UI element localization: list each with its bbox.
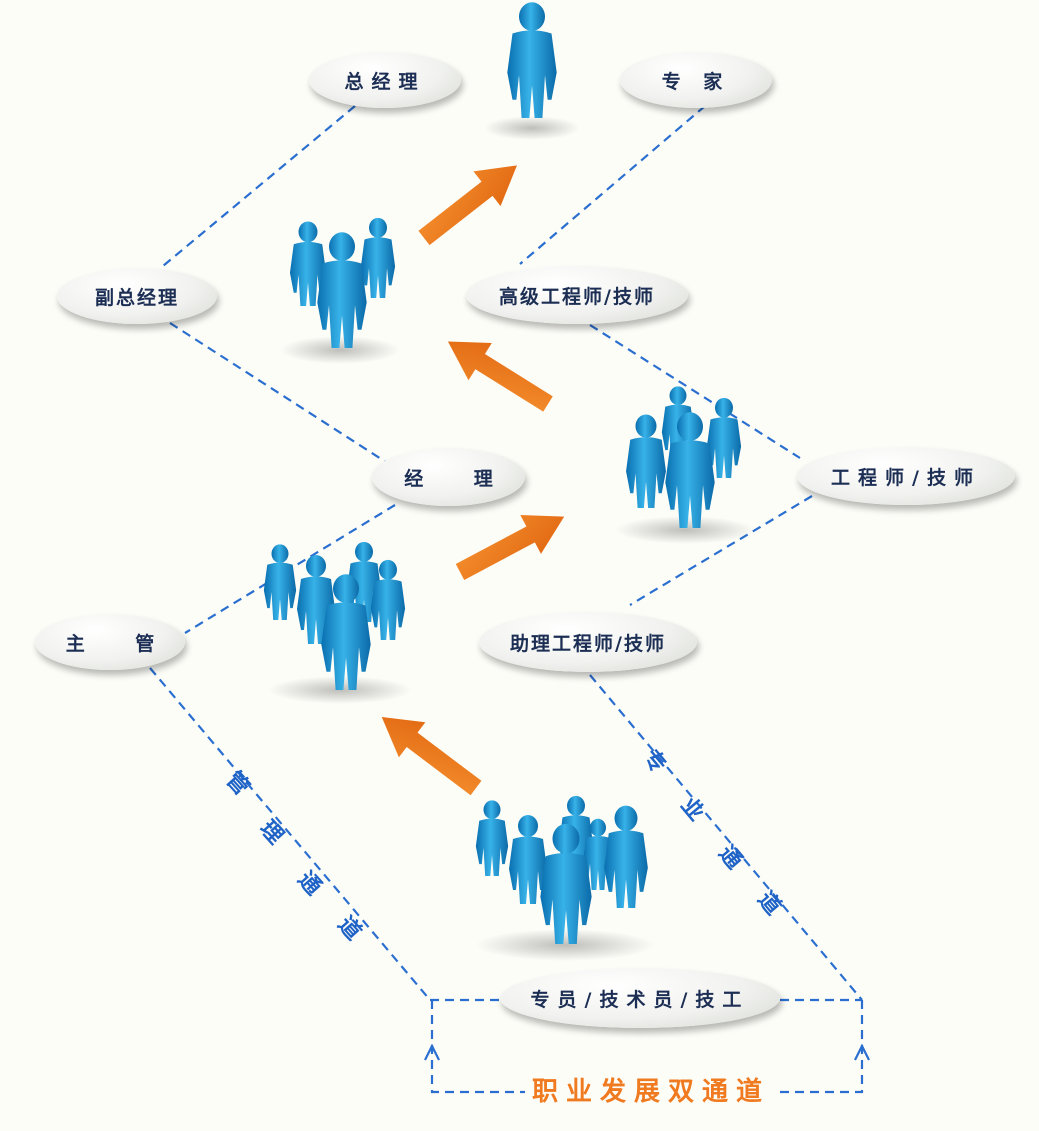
node-deputy-general-manager: 副总经理 (57, 268, 217, 324)
bracket-arrowheads (424, 1043, 870, 1061)
arrowhead-up-icon (854, 1043, 870, 1061)
node-senior-engineer: 高级工程师/技师 (466, 266, 688, 324)
person-group-icon (484, 2, 580, 140)
progress-arrow-icon (447, 341, 553, 412)
progress-arrow-icon (455, 515, 565, 580)
dashed-line-engineer-assistant (629, 495, 813, 606)
dashed-bracket-left (430, 1000, 525, 1094)
arrowhead-up-icon (424, 1043, 440, 1061)
progress-arrows (381, 165, 565, 796)
dashed-line-senior-engineer (589, 324, 801, 459)
dashed-line-expert-senior (519, 105, 706, 265)
person-group-icon (263, 541, 412, 704)
node-expert: 专 家 (620, 52, 772, 108)
dashed-line-supervisor-bottom (149, 667, 431, 1001)
dashed-line-gm-deputy (162, 105, 356, 267)
person-group-icon (280, 217, 400, 364)
progress-arrow-icon (418, 165, 517, 246)
dashed-bracket-right (772, 1000, 864, 1094)
person-group-icon (475, 795, 655, 961)
node-manager: 经 理 (372, 448, 525, 506)
node-specialist: 专员/技术员/技工 (500, 968, 780, 1028)
node-supervisor: 主 管 (35, 614, 185, 670)
node-engineer: 工程师/技师 (797, 447, 1015, 505)
person-group-icon (615, 386, 755, 544)
node-general-manager: 总经理 (309, 52, 461, 108)
diagram-title: 职业发展双通道 (528, 1071, 775, 1108)
node-assistant-engineer: 助理工程师/技师 (479, 612, 697, 672)
dashed-line-assistant-bottom (589, 674, 863, 1001)
progress-arrow-icon (381, 716, 482, 796)
